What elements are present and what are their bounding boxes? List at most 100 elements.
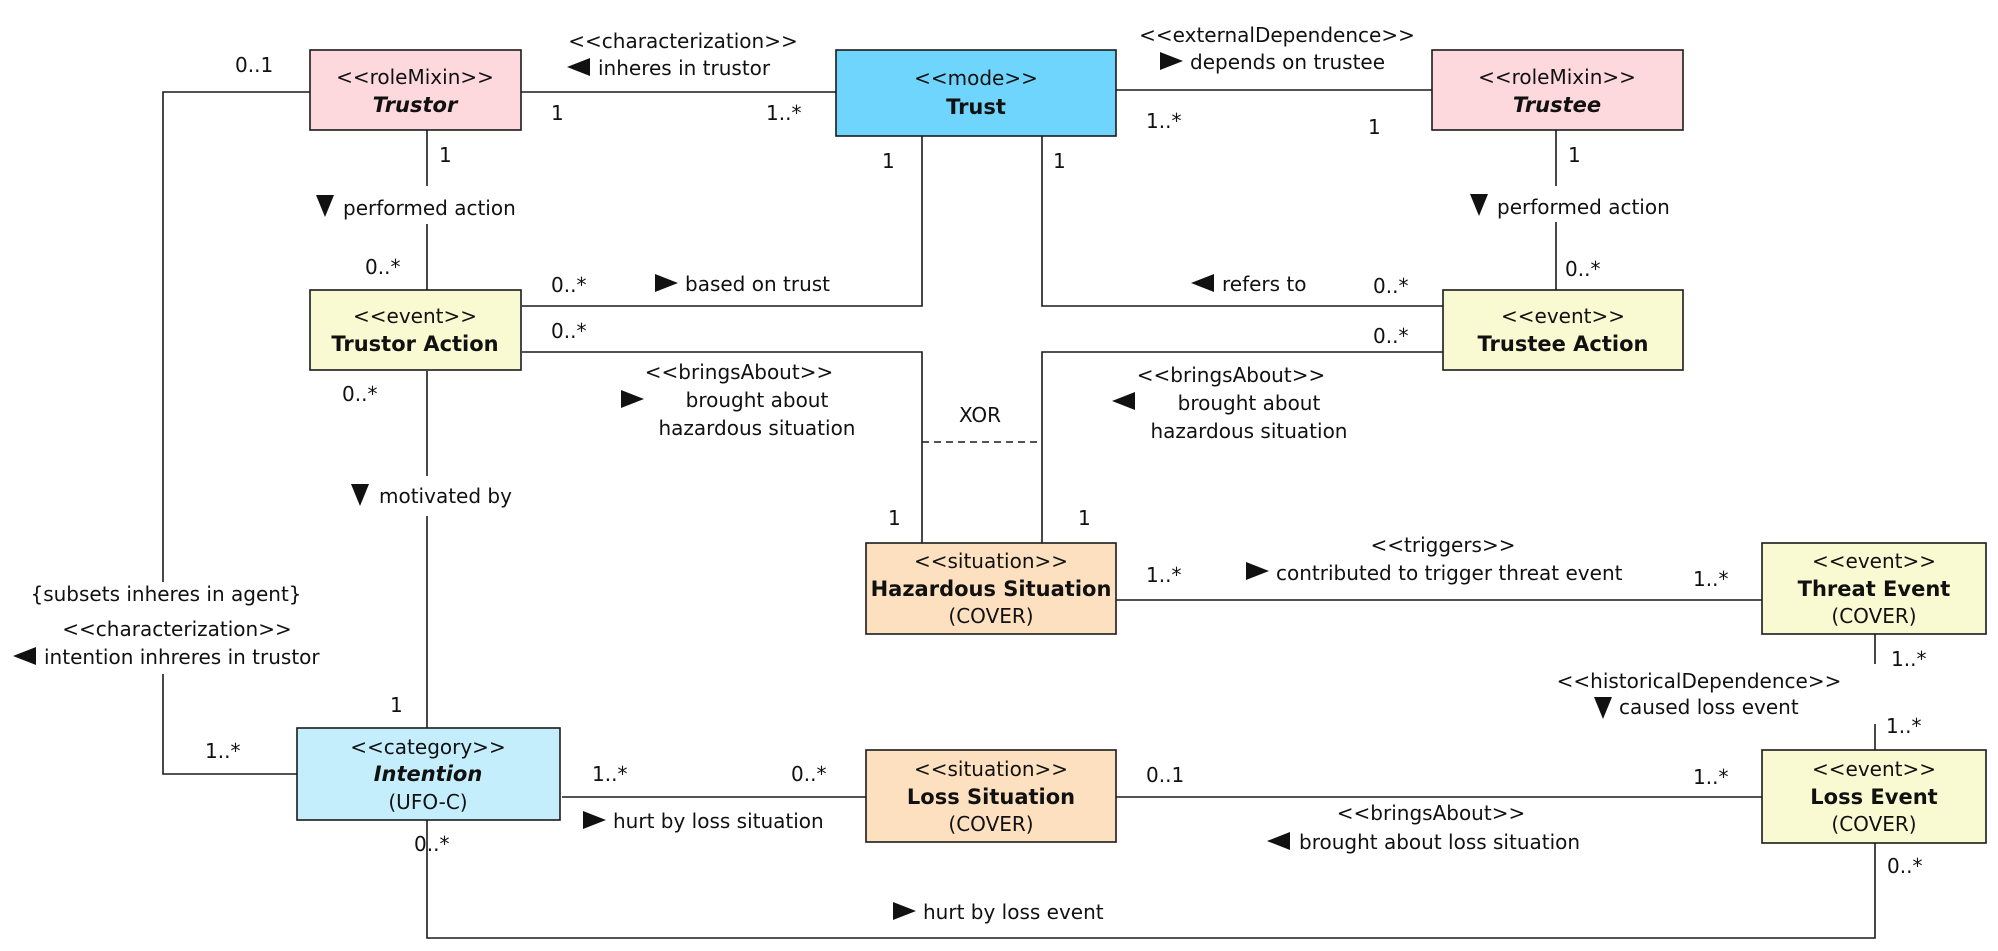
multiplicity: 1..* [1693, 765, 1728, 789]
assoc-stereotype: <<bringsAbout>> [1337, 801, 1525, 825]
line-intention-trustor[interactable] [162, 91, 310, 775]
multiplicity: 1..* [205, 739, 240, 763]
assoc-stereotype: <<triggers>> [1371, 533, 1516, 557]
class-trustor-action[interactable]: <<event>> Trustor Action [309, 289, 522, 371]
class-threat-event[interactable]: <<event>> Threat Event (COVER) [1761, 542, 1987, 635]
label-mask [300, 186, 530, 224]
class-box [296, 727, 561, 821]
label-mask [1540, 664, 1880, 724]
assoc-label: performed action [343, 196, 516, 220]
class-stereotype: <<event>> [1501, 304, 1625, 328]
class-trustor[interactable]: <<roleMixin>> Trustor [309, 49, 522, 131]
assoc-motivated-by: motivated by 0..* 1 [342, 382, 512, 717]
class-subtitle: (COVER) [1831, 604, 1916, 628]
class-box [835, 49, 1117, 137]
direction-right-icon [655, 274, 678, 292]
class-hazardous-situation[interactable]: <<situation>> Hazardous Situation (COVER… [865, 542, 1117, 635]
assoc-caused-loss-event: <<historicalDependence>> caused loss eve… [1557, 647, 1927, 738]
assoc-label: caused loss event [1619, 695, 1799, 719]
assoc-label: based on trust [685, 272, 830, 296]
multiplicity: 0..* [791, 762, 826, 786]
multiplicity: 1 [439, 143, 452, 167]
assoc-label: hazardous situation [658, 416, 855, 440]
class-name: Loss Situation [907, 785, 1075, 809]
assoc-trustor-performed-action: performed action 1 0..* [316, 143, 516, 279]
class-name: Trustor [373, 93, 459, 117]
direction-left-icon [1112, 392, 1135, 410]
class-loss-event[interactable]: <<event>> Loss Event (COVER) [1761, 749, 1987, 844]
multiplicity: 1..* [1146, 563, 1181, 587]
label-mask [0, 582, 352, 674]
assoc-intention-trustor: {subsets inheres in agent} <<characteriz… [13, 53, 320, 763]
assoc-stereotype: <<characterization>> [568, 29, 797, 53]
line-refers-to[interactable] [1041, 136, 1443, 307]
class-intention[interactable]: <<category>> Intention (UFO-C) [296, 727, 561, 821]
multiplicity: 0..1 [1146, 763, 1184, 787]
direction-right-icon [1246, 562, 1269, 580]
multiplicity: 1 [1568, 143, 1581, 167]
assoc-label: hurt by loss event [923, 900, 1104, 924]
label-mask [1460, 186, 1690, 222]
class-name: Hazardous Situation [871, 577, 1112, 601]
multiplicity: 1 [551, 101, 564, 125]
class-box [865, 542, 1117, 635]
direction-left-icon [1191, 274, 1214, 292]
class-subtitle: (UFO-C) [388, 790, 467, 814]
class-subtitle: (COVER) [948, 604, 1033, 628]
direction-down-icon [1470, 194, 1488, 216]
direction-left-icon [567, 58, 590, 76]
class-trust[interactable]: <<mode>> Trust [835, 49, 1117, 137]
assoc-hurt-by-loss-situation: hurt by loss situation 1..* 0..* [583, 762, 826, 833]
multiplicity: 0..1 [235, 53, 273, 77]
assoc-label: brought about [686, 388, 829, 412]
assoc-label: hurt by loss situation [613, 809, 824, 833]
assoc-label: depends on trustee [1190, 50, 1385, 74]
multiplicity: 1..* [592, 762, 627, 786]
class-name: Trustor Action [331, 332, 498, 356]
assoc-stereotype: <<bringsAbout>> [1137, 363, 1325, 387]
line-hurt-by-loss-event[interactable] [426, 820, 1876, 939]
multiplicity: 0..* [365, 255, 400, 279]
class-subtitle: (COVER) [1831, 812, 1916, 836]
class-box [1442, 289, 1684, 371]
class-trustee-action[interactable]: <<event>> Trustee Action [1442, 289, 1684, 371]
multiplicity: 1..* [766, 101, 801, 125]
line-trustor-brings-about[interactable] [522, 351, 923, 543]
class-name: Trustee [1513, 93, 1601, 117]
direction-left-icon [13, 647, 36, 665]
line-trustee-brings-about[interactable] [1041, 351, 1443, 543]
class-box [865, 749, 1117, 843]
direction-right-icon [1160, 52, 1183, 70]
multiplicity: 0..* [1373, 274, 1408, 298]
multiplicity: 0..* [342, 382, 377, 406]
assoc-based-on-trust: based on trust 0..* 1 [551, 149, 895, 297]
multiplicity: 1..* [1146, 109, 1181, 133]
assoc-triggers: <<triggers>> contributed to trigger thre… [1146, 533, 1728, 591]
xor-constraint-label: XOR [959, 403, 1001, 427]
assoc-label: brought about [1178, 391, 1321, 415]
class-loss-situation[interactable]: <<situation>> Loss Situation (COVER) [865, 749, 1117, 843]
association-lines [162, 89, 1876, 939]
class-trustee[interactable]: <<roleMixin>> Trustee [1431, 49, 1684, 131]
multiplicity: 0..* [1373, 324, 1408, 348]
assoc-stereotype: <<characterization>> [62, 617, 291, 641]
multiplicity: 0..* [551, 273, 586, 297]
class-stereotype: <<roleMixin>> [336, 65, 494, 89]
direction-left-icon [1267, 832, 1290, 850]
assoc-label: contributed to trigger threat event [1276, 561, 1623, 585]
assoc-hurt-by-loss-event: hurt by loss event 0..* 0..* [414, 832, 1922, 924]
multiplicity: 0..* [551, 319, 586, 343]
line-based-on-trust[interactable] [522, 136, 923, 307]
assoc-trustor-trust: <<characterization>> inheres in trustor … [551, 29, 801, 125]
assoc-label: motivated by [379, 484, 512, 508]
multiplicity: 1..* [1693, 567, 1728, 591]
class-stereotype: <<roleMixin>> [1478, 65, 1636, 89]
class-stereotype: <<event>> [353, 304, 477, 328]
class-name: Intention [374, 762, 483, 786]
direction-right-icon [583, 811, 606, 829]
multiplicity: 0..* [1565, 257, 1600, 281]
multiplicity: 1 [882, 149, 895, 173]
multiplicity: 1..* [1891, 647, 1926, 671]
assoc-constraint: {subsets inheres in agent} [30, 582, 301, 606]
